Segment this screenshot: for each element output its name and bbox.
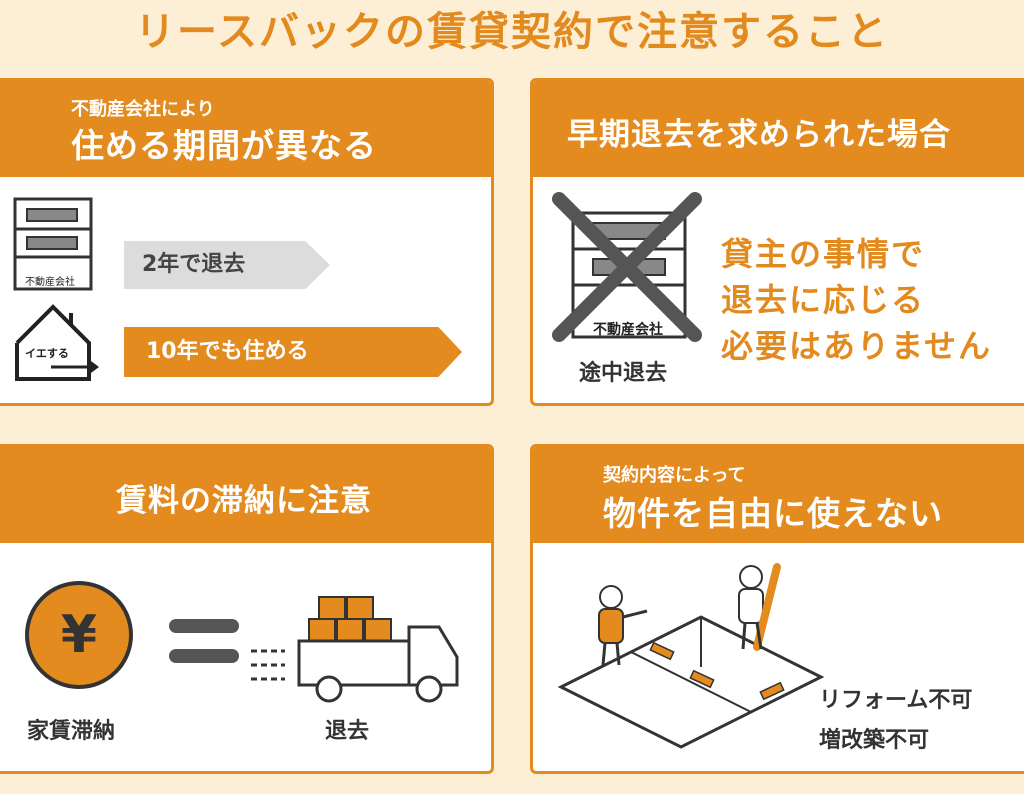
floor-plan-people-illustration xyxy=(557,563,825,749)
panel-heading: 物件を自由に使えない xyxy=(603,494,943,533)
panel-header: 契約内容によって 物件を自由に使えない xyxy=(533,447,1024,543)
text-line: 増改築不可 xyxy=(819,728,930,753)
panel-header: 賃料の滞納に注意 xyxy=(0,447,491,543)
panel-early-eviction: 早期退去を求められた場合 不動産会社 途中退去 貸主の事情で 退去に応じる 必要… xyxy=(530,78,1024,406)
panel-heading: 賃料の滞納に注意 xyxy=(116,483,372,519)
panel-living-period: 不動産会社により 住める期間が異なる 不動産会社 イエする 2年で退去 10年で… xyxy=(0,78,494,406)
panel-rent-arrears: 賃料の滞納に注意 ¥ 家賃滞納 退去 xyxy=(0,444,494,774)
yen-coin-icon xyxy=(25,581,133,689)
arrow-ten-years: 10年でも住める xyxy=(124,327,462,377)
panel-heading: 早期退去を求められた場合 xyxy=(567,117,951,153)
panel-header: 不動産会社により 住める期間が異なる xyxy=(0,81,491,177)
panel-usage-restrictions: 契約内容によって 物件を自由に使えない リフォーム不可 増改築不可 xyxy=(530,444,1024,774)
panel-heading: 住める期間が異なる xyxy=(71,126,377,165)
landlord-notice-text: 貸主の事情で 退去に応じる 必要はありません xyxy=(721,231,992,369)
equals-icon xyxy=(169,619,239,663)
company-label: 不動産会社 xyxy=(593,322,663,338)
panel-subheading: 不動産会社により xyxy=(71,99,215,120)
rent-arrears-label: 家賃滞納 xyxy=(27,719,116,744)
house-icon xyxy=(15,304,99,381)
building-crossed-icon xyxy=(552,192,702,342)
page-title: リースバックの賃貸契約で注意すること xyxy=(135,9,889,55)
building-icon xyxy=(13,197,93,291)
restriction-text: リフォーム不可 増改築不可 xyxy=(819,681,972,761)
text-line: 貸主の事情で xyxy=(721,235,926,273)
arrow-two-years: 2年で退去 xyxy=(124,241,330,289)
panel-header: 早期退去を求められた場合 xyxy=(533,81,1024,177)
text-line: 必要はありません xyxy=(721,327,993,365)
yen-symbol: ¥ xyxy=(60,605,98,665)
eviction-label: 退去 xyxy=(325,719,370,744)
house-label: イエする xyxy=(25,347,69,360)
panel-subheading: 契約内容によって xyxy=(603,465,746,486)
company-label: 不動産会社 xyxy=(25,277,75,288)
midway-eviction-caption: 途中退去 xyxy=(579,361,668,386)
text-line: 退去に応じる xyxy=(721,281,926,319)
moving-truck-icon xyxy=(251,596,459,703)
text-line: リフォーム不可 xyxy=(819,688,973,713)
